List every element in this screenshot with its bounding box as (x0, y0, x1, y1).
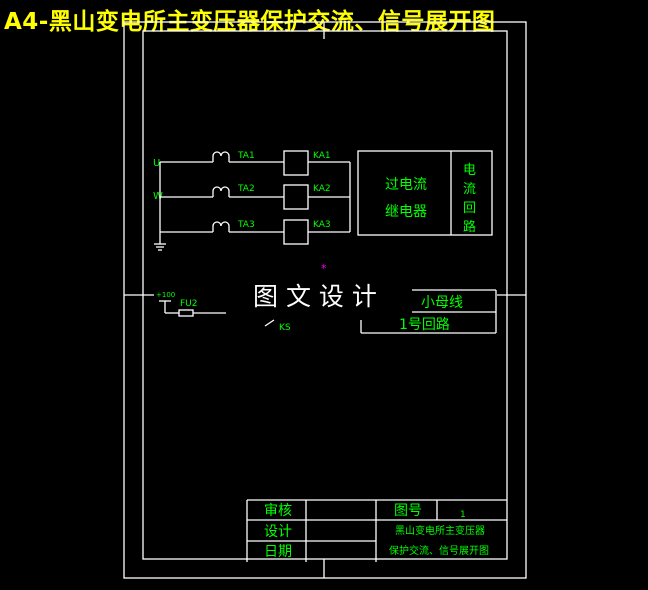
fuse-label: FU2 (180, 299, 198, 309)
watermark-text: 图 文 设 计 (253, 282, 377, 311)
centering-marks (124, 22, 526, 578)
circuit-char-2: 流 (463, 182, 476, 197)
signal-circuit-text: 1号回路 (399, 317, 450, 333)
signal-wiring (159, 300, 275, 327)
relay-desc-line2: 继电器 (385, 204, 427, 220)
ct-row-1 (160, 150, 350, 176)
watermark-mark: * (321, 262, 327, 275)
title-block-grid (246, 499, 507, 562)
ct-label-2: TA2 (237, 184, 255, 194)
contact-label: KS (279, 323, 291, 333)
drawing-no-label: 图号 (394, 503, 422, 519)
drawing-name-line1: 黑山变电所主变压器 (395, 524, 485, 537)
design-label: 设计 (264, 524, 292, 540)
relay-label-3: KA3 (313, 220, 331, 230)
outer-frame (123, 21, 527, 579)
drawing-name-line2: 保护交流、信号展开图 (389, 544, 489, 557)
ct-row-2 (160, 184, 350, 210)
signal-box (360, 289, 497, 334)
ct-row-3 (160, 219, 350, 245)
current-circuit-box (357, 150, 493, 236)
review-label: 审核 (264, 503, 292, 519)
ct-label-3: TA3 (237, 220, 255, 230)
phase-label-w: W (153, 191, 163, 202)
drawing-no-value: 1 (460, 510, 466, 520)
date-label: 日期 (264, 544, 292, 560)
relay-desc-line1: 过电流 (385, 177, 427, 193)
ct-label-1: TA1 (237, 151, 255, 161)
circuit-char-1: 电 (463, 163, 476, 178)
circuit-char-3: 回 (463, 201, 476, 216)
relay-label-2: KA2 (313, 184, 331, 194)
circuit-char-4: 路 (463, 219, 476, 235)
bus-text: 小母线 (421, 295, 463, 311)
relay-label-1: KA1 (313, 151, 331, 161)
left-bus-wiring (154, 162, 166, 251)
phase-label-u: U (153, 158, 160, 169)
dc-bus-label: +100 (156, 291, 175, 299)
